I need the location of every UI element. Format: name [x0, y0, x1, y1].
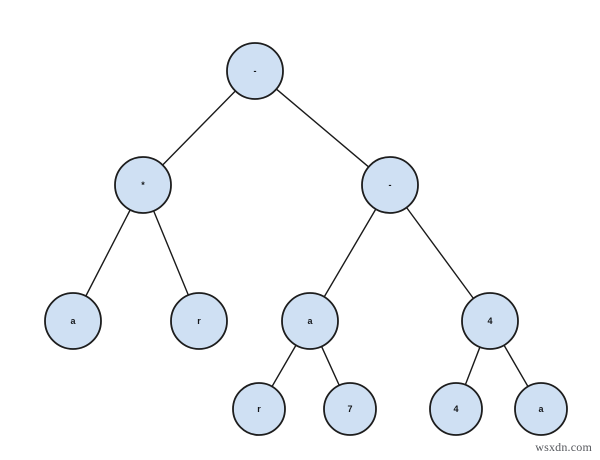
node-circle [44, 292, 102, 350]
node-label: 7 [347, 404, 352, 414]
tree-edge [405, 206, 475, 300]
tree-edge [152, 209, 190, 297]
tree-node[interactable]: - [226, 42, 284, 100]
tree-node[interactable]: r [232, 382, 286, 436]
node-circle [170, 292, 228, 350]
node-label: - [254, 66, 257, 76]
tree-edge [161, 89, 237, 167]
node-label: * [141, 180, 145, 190]
watermark-label: wsxdn.com [535, 440, 592, 454]
edges-layer [84, 87, 530, 388]
tree-node[interactable]: 4 [461, 292, 519, 350]
nodes-layer: - * - a r a 4 r 7 4 a [44, 42, 568, 436]
tree-edge [84, 208, 132, 298]
node-circle [429, 382, 483, 436]
node-circle [281, 292, 339, 350]
node-circle [514, 382, 568, 436]
node-label: 4 [453, 404, 458, 414]
node-label: a [538, 404, 544, 414]
tree-node[interactable]: a [514, 382, 568, 436]
node-label: a [307, 316, 313, 326]
tree-edge [270, 344, 298, 388]
node-circle [226, 42, 284, 100]
node-circle [461, 292, 519, 350]
tree-edge [320, 345, 341, 387]
tree-edge [275, 87, 370, 169]
tree-edge [323, 207, 377, 299]
tree-node[interactable]: r [170, 292, 228, 350]
tree-node[interactable]: a [281, 292, 339, 350]
tree-node[interactable]: - [361, 156, 419, 214]
node-label: 4 [487, 316, 492, 326]
tree-node[interactable]: 7 [323, 382, 377, 436]
tree-edge [464, 345, 481, 386]
node-circle [114, 156, 172, 214]
node-label: a [70, 316, 76, 326]
node-label: - [389, 180, 392, 190]
node-circle [323, 382, 377, 436]
tree-node[interactable]: a [44, 292, 102, 350]
node-label: r [257, 404, 261, 414]
node-label: r [197, 316, 201, 326]
tree-node[interactable]: 4 [429, 382, 483, 436]
node-circle [232, 382, 286, 436]
tree-edge [502, 344, 530, 388]
tree-node[interactable]: * [114, 156, 172, 214]
node-circle [361, 156, 419, 214]
